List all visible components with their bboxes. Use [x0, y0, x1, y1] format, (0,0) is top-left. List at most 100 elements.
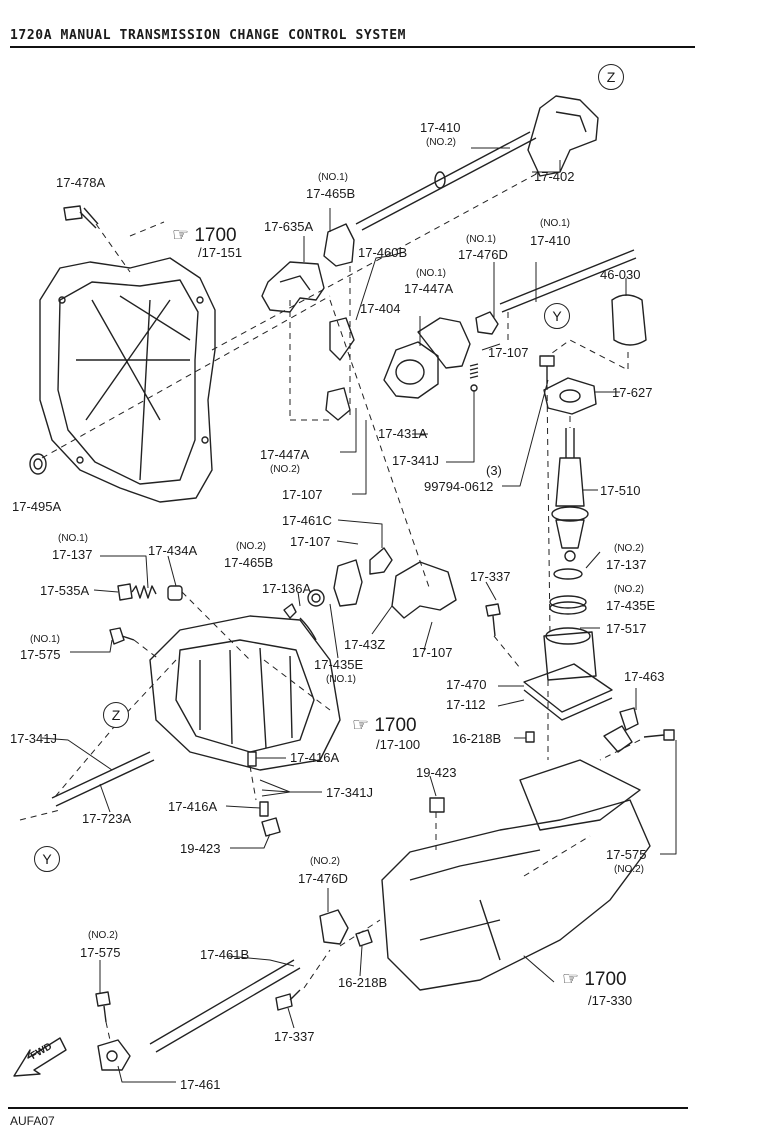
shift-knob-46-030: [611, 294, 647, 346]
note-17-410-no1: (NO.1): [540, 218, 570, 229]
label-17-410-no2: 17-410: [420, 120, 461, 135]
ref-1700-a-sub: /17-151: [198, 245, 243, 260]
note-17-137-no2: (NO.2): [614, 543, 644, 554]
footer-code: AUFA07: [10, 1114, 55, 1128]
header-rule: [10, 46, 695, 48]
page-title: 1720A MANUAL TRANSMISSION CHANGE CONTROL…: [10, 28, 407, 43]
shift-lever-17-510: [551, 428, 589, 562]
label-17-434A: 17-434A: [148, 543, 198, 558]
label-17-337-b: 17-337: [274, 1029, 315, 1044]
interlock-17-460B: [329, 317, 355, 361]
ref-1700-c-sub: /17-330: [588, 993, 633, 1008]
note-17-575-no2-right: (NO.2): [614, 864, 644, 875]
note-17-447A-no2: (NO.2): [270, 464, 300, 475]
bolt-17-478A: [63, 205, 99, 229]
shift-fork-17-432: [391, 561, 457, 619]
boot-plate-17-627: [543, 377, 597, 415]
label-17-461C: 17-461C: [282, 513, 332, 528]
ref-1700-c: ☞ 1700: [562, 970, 627, 990]
bushing-17-137-no2: [553, 568, 583, 580]
marker-y-left: Y: [34, 846, 60, 872]
label-17-337-a: 17-337: [470, 569, 511, 584]
assembly-lines: [19, 171, 641, 1041]
label-17-435E-no1: 17-435E: [314, 657, 364, 672]
label-17-107-a: 17-107: [488, 345, 529, 360]
spring-17-416A-b: [259, 801, 269, 817]
label-17-432: 17-43Z: [344, 637, 386, 652]
plug-17-535A: [117, 583, 133, 601]
label-17-463: 17-463: [624, 669, 665, 684]
note-17-575-no1: (NO.1): [30, 634, 60, 645]
seal-17-495A: [29, 453, 47, 475]
ref-1700-a: ☞ 1700: [172, 226, 237, 246]
shift-rod-no1: [499, 249, 637, 313]
cap-17-434A: [167, 585, 183, 601]
note-17-137-no1: (NO.1): [58, 533, 88, 544]
interlock-17-447A-no2: [325, 387, 351, 421]
label-17-136A: 17-136A: [262, 581, 312, 596]
marker-y-top: Y: [544, 303, 570, 329]
plug-19-423-b: [429, 797, 445, 813]
spring-17-136A: [283, 603, 317, 641]
label-17-447A-no1: 17-447A: [404, 281, 454, 296]
ref-1700-b-num: 1700: [374, 715, 417, 736]
hand-pointer-icon: ☞: [562, 969, 585, 990]
label-19-423-b: 19-423: [180, 841, 221, 856]
end-17-461: [97, 1039, 131, 1071]
label-17-476D-no2: 17-476D: [298, 871, 348, 886]
ref-1700-a-num: 1700: [194, 225, 237, 246]
note-17-575-no2-left: (NO.2): [88, 930, 118, 941]
label-17-575-no1: 17-575: [20, 647, 61, 662]
label-17-535A: 17-535A: [40, 583, 90, 598]
shift-lever-17-476D-no1: [475, 311, 499, 335]
marker-z-left: Z: [103, 702, 129, 728]
label-17-465B-no1: 17-465B: [306, 186, 356, 201]
fwd-arrow-icon: [13, 1037, 67, 1077]
interlock-plate-17-447A-no1: [417, 317, 471, 369]
label-17-410-no1: 17-410: [530, 233, 571, 248]
leader-lines: [41, 147, 677, 1083]
label-17-137-no1: 17-137: [52, 547, 93, 562]
hand-pointer-icon: ☞: [172, 225, 195, 246]
label-17-341J-b: 17-341J: [10, 731, 57, 746]
label-17-476D-no1: 17-476D: [458, 247, 508, 262]
label-17-575-no2-left: 17-575: [80, 945, 121, 960]
control-lever-17-463: [603, 707, 639, 753]
bolt-17-575-no2-right: [643, 729, 675, 741]
shift-head-17-465B-no2: [333, 559, 363, 607]
label-17-435E-no2: 17-435E: [606, 598, 656, 613]
label-17-510: 17-510: [600, 483, 641, 498]
plug-19-423-a: [261, 817, 281, 837]
label-17-137-no2: 17-137: [606, 557, 647, 572]
shaft-17-723A: [51, 751, 155, 807]
label-17-495A: 17-495A: [12, 499, 62, 514]
note-17-447A-no1: (NO.1): [416, 268, 446, 279]
label-17-341J-c: 17-341J: [326, 785, 373, 800]
hand-pointer-icon: ☞: [352, 715, 375, 736]
label-17-460B: 17-460B: [358, 245, 408, 260]
label-16-218B-a: 16-218B: [452, 731, 502, 746]
shift-fork-17-635A: [261, 261, 325, 313]
main-case: [381, 759, 651, 991]
label-17-465B-no2: 17-465B: [224, 555, 274, 570]
label-17-470: 17-470: [446, 677, 487, 692]
label-17-723A: 17-723A: [82, 811, 132, 826]
rod-17-461B: [149, 959, 301, 1053]
spring-17-431A: [469, 363, 479, 392]
shift-lever-17-476D-no2: [319, 909, 349, 945]
header: 1720A MANUAL TRANSMISSION CHANGE CONTROL…: [10, 22, 700, 48]
shift-head-17-465B-no1: [323, 223, 355, 267]
label-paren-3: (3): [486, 463, 502, 478]
label-17-461B: 17-461B: [200, 947, 250, 962]
pin-16-218B-b: [355, 929, 373, 947]
lever-17-461C: [369, 547, 393, 575]
label-17-341J-a: 17-341J: [392, 453, 439, 468]
label-19-423-a: 19-423: [416, 765, 457, 780]
guide-17-404: [383, 341, 439, 399]
ring-17-435E-no1: [307, 589, 325, 607]
bolt-17-337-b: [275, 989, 301, 1011]
note-17-476D-no2: (NO.2): [310, 856, 340, 867]
transmission-case: [149, 615, 341, 771]
shift-rod-no2: [355, 131, 537, 231]
boot-17-435E-no2: [549, 595, 587, 615]
